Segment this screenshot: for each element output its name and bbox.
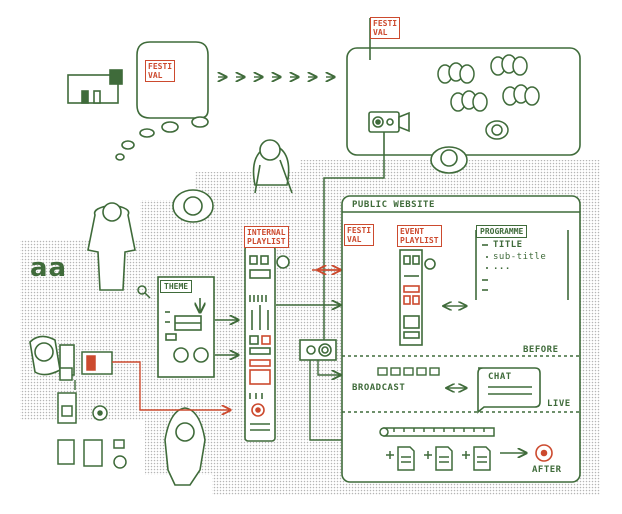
live-label: LIVE (547, 399, 571, 409)
broadcast-device (299, 339, 337, 361)
theme-card (157, 276, 215, 378)
after-label: AFTER (532, 465, 562, 475)
programme-subtitle: sub-title (493, 252, 547, 262)
red-arrows (112, 270, 340, 410)
programme-label: PROGRAMME (476, 225, 528, 238)
chat-label: CHAT (488, 372, 512, 382)
audience-people (437, 54, 540, 140)
person-walking-top (252, 139, 293, 194)
camera-feed-line (323, 155, 385, 340)
programme-more: ... (493, 262, 511, 272)
before-label: BEFORE (523, 345, 559, 355)
festival-website-flag: FESTI VAL (344, 224, 375, 246)
event-playlist-device (399, 249, 436, 346)
chat-bubble (477, 367, 541, 414)
timeline-ruler (379, 427, 495, 437)
festival-thought-flag: FESTI VAL (145, 60, 176, 82)
programme-panel (475, 230, 569, 300)
aa-logo: aa (30, 253, 68, 283)
programme-title: TITLE (493, 240, 523, 250)
person-standing-left (87, 202, 136, 291)
broadcast-tiles (377, 367, 440, 376)
record-target-icon (535, 444, 553, 462)
media-devices (57, 351, 127, 469)
person-seated (172, 189, 214, 223)
internal-playlist-label: INTERNAL PLAYLIST (244, 226, 289, 248)
person-bottom (164, 407, 206, 486)
broadcast-label: BROADCAST (352, 383, 406, 393)
camera-icon (368, 111, 410, 155)
venue-building-icon (67, 69, 123, 104)
archive-documents (386, 446, 491, 471)
search-icon (137, 285, 151, 299)
theme-label: THEME (160, 280, 193, 293)
person-at-venue (430, 146, 468, 174)
event-playlist-label: EVENT PLAYLIST (397, 225, 442, 247)
theme-connectors (215, 320, 238, 355)
public-website-frame (341, 195, 581, 483)
public-website-label: PUBLIC WEBSITE (352, 200, 435, 210)
festival-site-flag: FESTI VAL (370, 17, 401, 39)
